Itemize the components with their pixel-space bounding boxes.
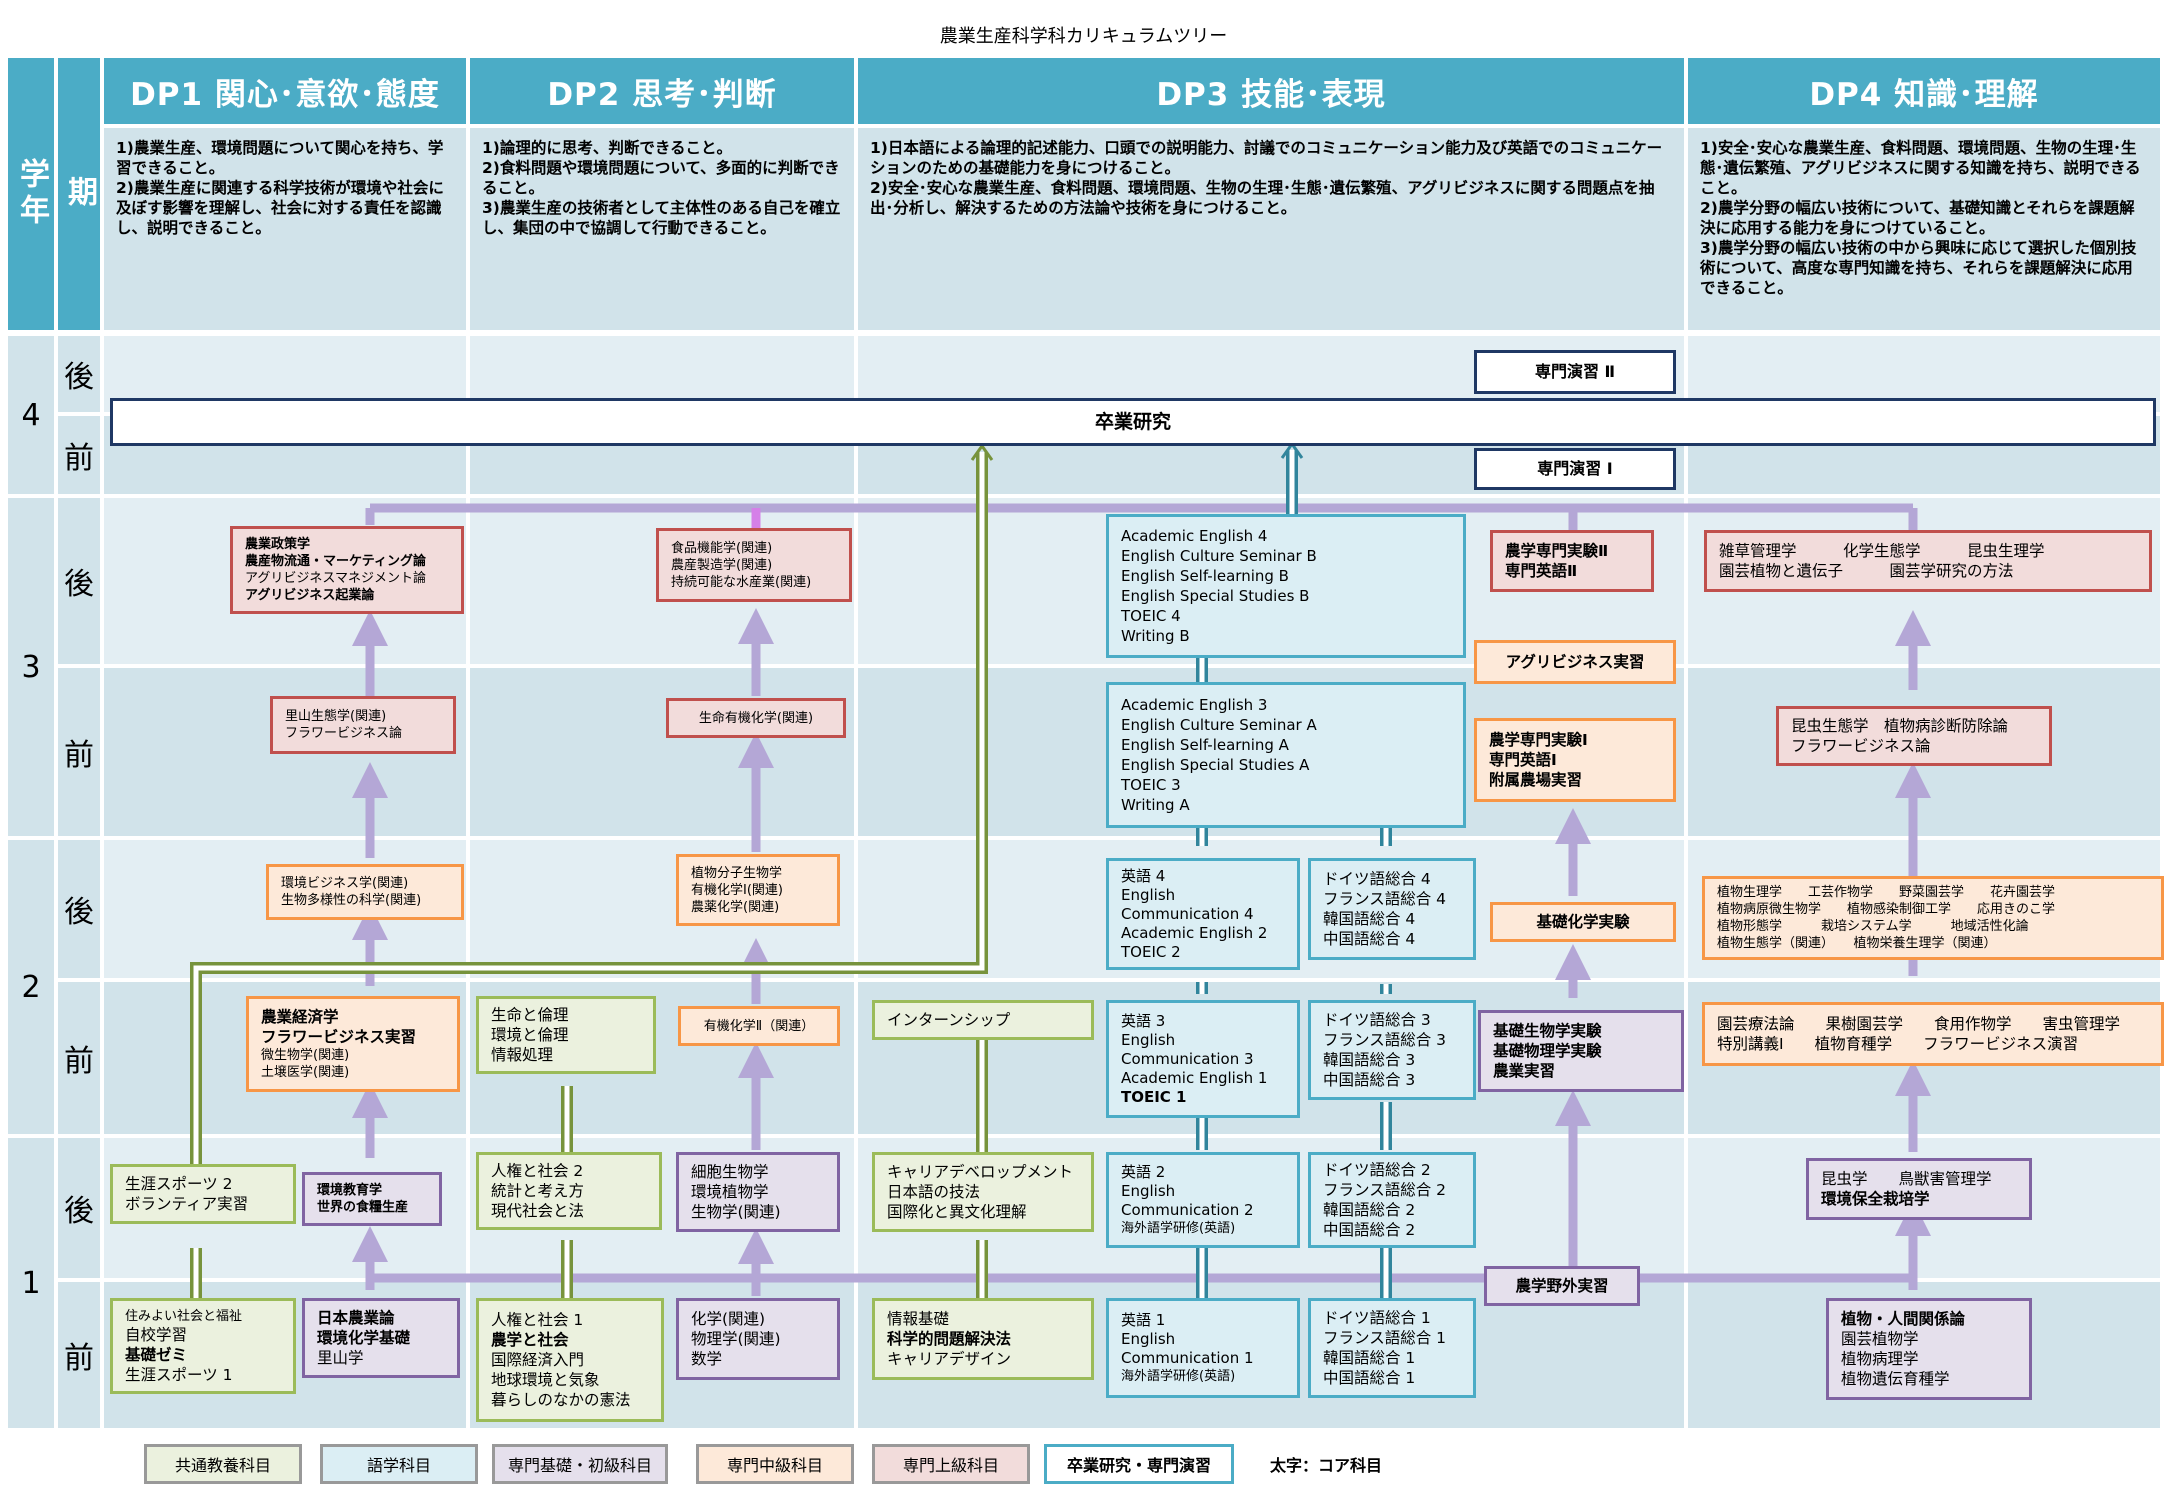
blue-arrows [1196, 441, 1392, 1298]
course-box: 情報基礎科学的問題解決法キャリアデザイン [872, 1298, 1094, 1380]
legend-sotsugyo: 卒業研究・専門演習 [1044, 1444, 1234, 1484]
course-box: 環境教育学世界の食糧生産 [302, 1172, 442, 1226]
column-divider [466, 336, 470, 1428]
legend-jokyu: 専門上級科目 [872, 1444, 1030, 1484]
course-box: 生命有機化学(関連) [666, 698, 846, 738]
term-3-early: 前 [58, 668, 100, 836]
course-box: 基礎生物学実験基礎物理学実験農業実習 [1478, 1010, 1684, 1092]
grade-3: 3 [8, 498, 54, 836]
course-box: 生命と倫理環境と倫理情報処理 [476, 996, 656, 1074]
legend-kyoyo: 共通教養科目 [144, 1444, 302, 1484]
course-box: 雑草管理学 化学生態学 昆虫生理学園芸植物と遺伝子 園芸学研究の方法 [1704, 530, 2152, 592]
dp4-title: DP4 知識･理解 [1688, 58, 2160, 124]
legend-note: 太字：コア科目 [1270, 1456, 1383, 1475]
course-box: 里山生態学(関連)フラワービジネス論 [270, 696, 456, 754]
grade-4: 4 [8, 336, 54, 494]
term-3-late: 後 [58, 498, 100, 664]
page-title: 農業生産科学科カリキュラムツリー [939, 26, 1228, 47]
course-box: 化学(関連)物理学(関連)数学 [676, 1298, 840, 1380]
term-2-early: 前 [58, 982, 100, 1134]
legend-gogaku: 語学科目 [320, 1444, 478, 1484]
grade-1: 1 [8, 1138, 54, 1428]
course-box: 細胞生物学環境植物学生物学(関連) [676, 1152, 840, 1232]
term-2-late: 後 [58, 840, 100, 978]
sotsugyo-kenkyu: 卒業研究 [110, 398, 2156, 446]
term-4-late: 後 [58, 336, 100, 412]
dp2-description: 1)論理的に思考、判断できること。 2)食料問題や環境問題について、多面的に判断… [470, 128, 854, 330]
column-divider [854, 336, 858, 1428]
term-4-early: 前 [58, 416, 100, 494]
green-arrows [190, 443, 994, 1298]
course-box: キャリアデベロップメント日本語の技法国際化と異文化理解 [872, 1152, 1094, 1232]
senmon-ensyu-2: 専門演習 Ⅱ [1474, 350, 1676, 394]
term-1-early: 前 [58, 1282, 100, 1428]
dp2-title: DP2 思考･判断 [470, 58, 854, 124]
term-header: 期 [58, 58, 100, 330]
yagai-jisshu: 農学野外実習 [1484, 1266, 1640, 1306]
legend-chukyu: 専門中級科目 [696, 1444, 854, 1484]
course-box: 食品機能学(関連)農産製造学(関連)持続可能な水産業(関連) [656, 528, 852, 602]
course-box: 昆虫学 鳥獣害管理学環境保全栽培学 [1806, 1158, 2032, 1220]
internship: インターンシップ [872, 1000, 1094, 1040]
course-box: 園芸療法論 果樹園芸学 食用作物学 害虫管理学特別講義Ⅰ 植物育種学 フラワービ… [1702, 1002, 2164, 1066]
course-box: 植物分子生物学有機化学Ⅰ(関連)農薬化学(関連) [676, 854, 840, 926]
grade-2: 2 [8, 840, 54, 1134]
course-box: 農業経済学フラワービジネス実習微生物学(関連)土壌医学(関連) [246, 996, 460, 1092]
dp4-description: 1)安全･安心な農業生産、食料問題、環境問題、生物の生理･生態･遺伝繁殖、アグリ… [1688, 128, 2160, 330]
course-box: 植物生理学 工芸作物学 野菜園芸学 花卉園芸学植物病原微生物学 植物感染制御工学… [1702, 876, 2164, 960]
kiso-kagaku-jikken: 基礎化学実験 [1490, 902, 1676, 942]
dp3-title: DP3 技能･表現 [858, 58, 1684, 124]
dp1-description: 1)農業生産、環境問題について関心を持ち、学習できること。 2)農業生産に関連す… [104, 128, 466, 330]
legend-kiso: 専門基礎・初級科目 [492, 1444, 668, 1484]
course-box: 住みよい社会と福祉自校学習基礎ゼミ生涯スポーツ 1 [110, 1298, 296, 1394]
course-box: 有機化学Ⅱ（関連） [678, 1006, 840, 1046]
dp3-description: 1)日本語による論理的記述能力、口頭での説明能力、討議でのコミュニケーション能力… [858, 128, 1684, 330]
course-box: 日本農業論環境化学基礎里山学 [302, 1298, 460, 1378]
grade-header: 学年 [8, 58, 54, 330]
course-box: 農業政策学農産物流通・マーケティング論アグリビジネスマネジメント論アグリビジネス… [230, 526, 464, 614]
dp1-title: DP1 関心･意欲･態度 [104, 58, 466, 124]
column-divider [1684, 336, 1688, 1428]
course-box: 環境ビジネス学(関連)生物多様性の科学(関連) [266, 864, 464, 920]
course-box: 昆虫生態学 植物病診断防除論フラワービジネス論 [1776, 706, 2052, 766]
term-1-late: 後 [58, 1138, 100, 1278]
purple-arrows [352, 503, 1931, 1296]
agribusiness-jisshu: アグリビジネス実習 [1474, 640, 1676, 684]
senmon-ensyu-1: 専門演習 Ⅰ [1474, 448, 1676, 490]
course-box: 植物・人間関係論園芸植物学植物病理学植物遺伝育種学 [1826, 1298, 2032, 1400]
